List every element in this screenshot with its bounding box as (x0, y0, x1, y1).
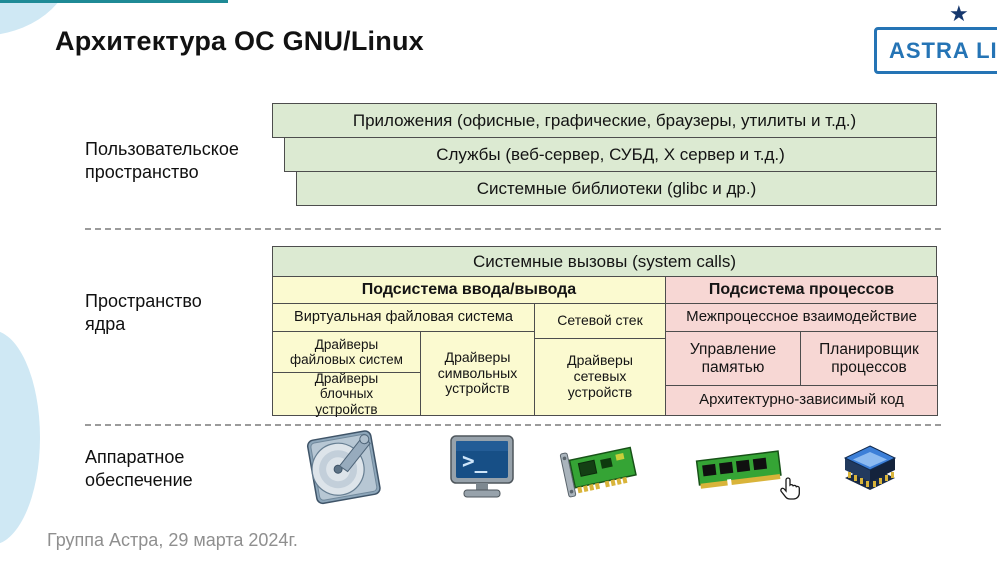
arch-code-cell: Архитектурно-зависимый код (699, 391, 904, 409)
decorative-left-shape (0, 330, 40, 545)
fs-drivers-cell: Драйверы файловых систем (273, 332, 421, 373)
scheduler-cell: Планировщик процессов (801, 332, 937, 386)
ipc-cell: Межпроцессное взаимодействие (666, 304, 937, 332)
io-subsystem-region: Подсистема ввода/вывода Виртуальная файл… (272, 276, 666, 417)
logo-text: ASTRA LIN (889, 37, 997, 63)
dashed-separator-top (85, 228, 941, 230)
astra-linux-logo: ASTRA LIN (874, 27, 997, 74)
user-space-row-applications: Приложения (офисные, графические, браузе… (272, 103, 937, 138)
char-drivers-cell: Драйверы символьных устройств (421, 332, 535, 415)
label-user-space: Пользовательское пространство (85, 139, 239, 183)
terminal-prompt-glyph: >_ (462, 449, 488, 473)
user-space-row-services: Службы (веб-сервер, СУБД, X сервер и т.д… (284, 137, 937, 172)
network-card-icon (559, 446, 637, 498)
network-stack-cell: Сетевой стек (535, 304, 665, 339)
terminal-icon: >_ (450, 435, 514, 498)
label-hardware: Аппаратное обеспечение (85, 447, 193, 491)
io-subsystem-header: Подсистема ввода/вывода (273, 277, 665, 304)
cursor-hand-icon (780, 477, 800, 500)
syscalls-row: Системные вызовы (system calls) (272, 246, 937, 277)
slide-title: Архитектура ОС GNU/Linux (55, 26, 424, 56)
dashed-separator-bottom (85, 424, 941, 426)
ram-icon (695, 450, 782, 489)
memory-management-cell: Управление памятью (666, 332, 801, 386)
process-subsystem-header: Подсистема процессов (666, 277, 937, 304)
star-icon: ★ (949, 1, 969, 26)
net-drivers-cell: Драйверы сетевых устройств (567, 352, 633, 400)
decorative-top-line (0, 0, 228, 3)
user-space-row-libraries: Системные библиотеки (glibc и др.) (296, 171, 937, 206)
footer-text: Группа Астра, 29 марта 2024г. (47, 530, 298, 550)
process-subsystem-region: Подсистема процессов Межпроцессное взаим… (665, 276, 938, 416)
hdd-icon (306, 430, 381, 505)
cpu-chip-icon (843, 445, 897, 490)
vfs-cell: Виртуальная файловая система (273, 304, 535, 332)
block-drivers-cell: Драйверы блочных устройств (273, 371, 421, 417)
label-kernel-space: Пространство ядра (85, 291, 202, 335)
